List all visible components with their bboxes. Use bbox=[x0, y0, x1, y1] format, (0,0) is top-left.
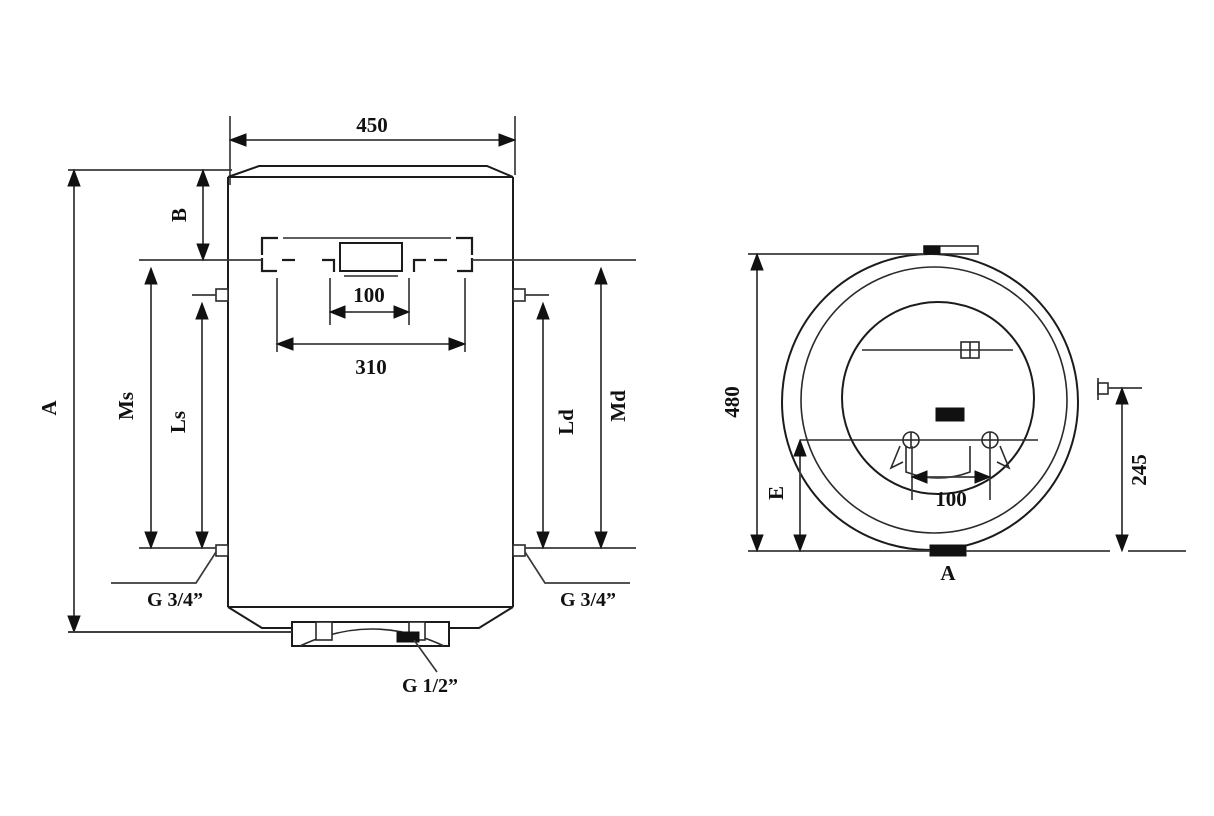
base-tab-side: A bbox=[748, 544, 1186, 585]
tank-circle bbox=[841, 301, 1035, 495]
mounting-bracket-side bbox=[800, 431, 1038, 479]
side-section-view: 100 A 480 E bbox=[720, 245, 1186, 585]
inner-shell-circle bbox=[800, 266, 1068, 534]
dim-A-height-group: A bbox=[37, 168, 292, 634]
bottom-flange-cap bbox=[291, 621, 450, 647]
dim-Ld-label: Ld bbox=[554, 409, 578, 435]
callout-right-port: G 3/4” bbox=[512, 544, 636, 611]
side-pipe-stub bbox=[1097, 378, 1142, 400]
callout-right-port-label: G 3/4” bbox=[560, 589, 616, 611]
tank-body-outline bbox=[227, 165, 514, 629]
dim-Md-group: Md bbox=[594, 266, 630, 550]
callout-left-port: G 3/4” bbox=[111, 544, 229, 611]
heater-plate bbox=[935, 407, 965, 422]
callout-bottom-port-label: G 1/2” bbox=[402, 675, 458, 697]
right-pipe-nipple bbox=[512, 288, 549, 302]
dim-450-group: 450 bbox=[228, 113, 517, 185]
dim-100-front-group: 100 bbox=[328, 278, 411, 325]
dim-B-label: B bbox=[167, 208, 191, 222]
front-elevation-view: 450 G 1/2” bbox=[37, 113, 636, 697]
dim-480-group: 480 bbox=[720, 252, 764, 553]
dim-100-front-label: 100 bbox=[353, 283, 385, 307]
dim-100-side-label: 100 bbox=[935, 487, 967, 511]
dim-450-label: 450 bbox=[356, 113, 388, 137]
dim-E-label: E bbox=[764, 486, 788, 500]
dim-245-label: 245 bbox=[1127, 454, 1151, 486]
dim-Ls-group: Ls bbox=[166, 301, 209, 550]
dim-310-group: 310 bbox=[275, 278, 467, 379]
dim-480-label: 480 bbox=[720, 386, 744, 418]
dim-B-group: B bbox=[167, 168, 210, 262]
dim-A-side-label: A bbox=[940, 561, 956, 585]
dim-E-group: E bbox=[764, 438, 807, 553]
dim-245-group: 245 bbox=[1115, 386, 1151, 553]
dim-Ls-label: Ls bbox=[166, 411, 190, 433]
dim-Ms-group: Ms bbox=[114, 266, 158, 550]
dim-Ms-label: Ms bbox=[114, 392, 138, 420]
callout-left-port-label: G 3/4” bbox=[147, 589, 203, 611]
dim-A-height-label: A bbox=[37, 400, 61, 416]
callout-bottom-port: G 1/2” bbox=[402, 639, 458, 697]
dim-Md-label: Md bbox=[606, 390, 630, 422]
top-mount-bar bbox=[923, 245, 979, 255]
dim-100-side-group: 100 bbox=[910, 446, 992, 511]
dim-310-label: 310 bbox=[355, 355, 387, 379]
wall-mount-bracket-dashed bbox=[260, 236, 474, 277]
tank-internal-divider bbox=[862, 341, 1013, 359]
dim-Ld-group: Ld bbox=[536, 301, 578, 550]
left-pipe-nipple bbox=[192, 288, 229, 302]
